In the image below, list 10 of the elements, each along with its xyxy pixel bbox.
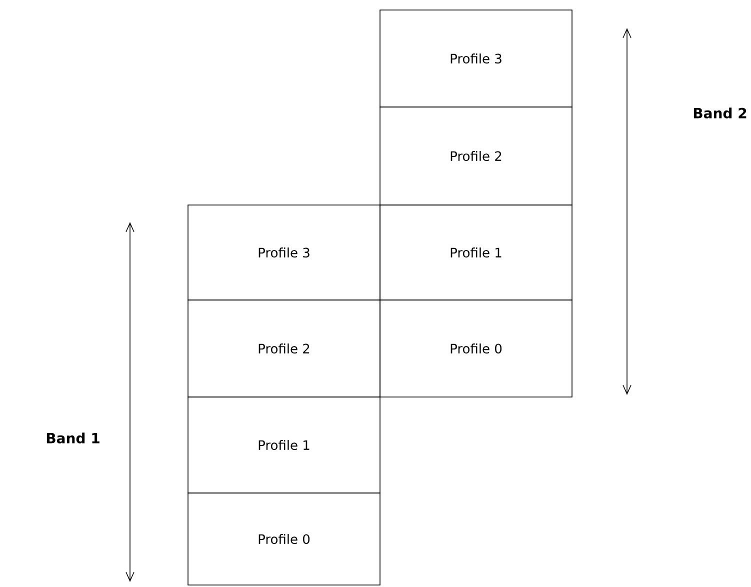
profile-box: Profile 1 xyxy=(188,396,380,494)
profile-box: Profile 0 xyxy=(380,300,572,398)
profile-box: Profile 0 xyxy=(188,492,380,586)
profile-box: Profile 1 xyxy=(380,204,572,300)
profile-box: Profile 2 xyxy=(188,300,380,398)
band-label: Band 1 xyxy=(46,432,100,444)
band-label: Band 2 xyxy=(694,108,746,118)
profile-box: Profile 3 xyxy=(380,10,572,108)
profile-box: Profile 2 xyxy=(380,106,572,206)
profile-box: Profile 3 xyxy=(188,204,380,300)
